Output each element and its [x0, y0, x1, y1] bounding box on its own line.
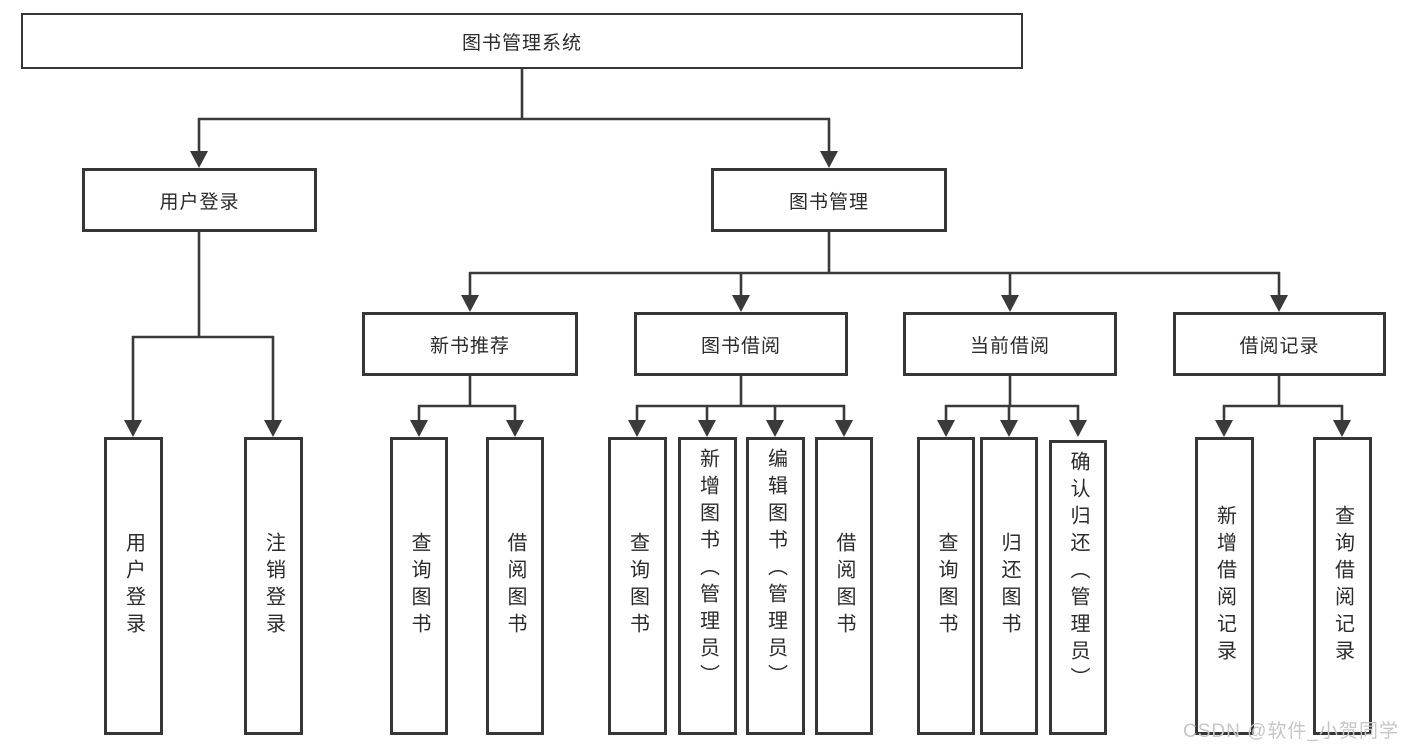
node-borrow-record: 借阅记录 [1173, 312, 1386, 376]
node-current-borrow: 当前借阅 [903, 312, 1117, 376]
node-current-borrow-label: 当前借阅 [969, 335, 1050, 357]
node-leaf-query-books-1: 查询图书 [390, 437, 448, 735]
node-leaf-add-borrow-record: 新增借阅记录 [1195, 437, 1254, 735]
node-leaf-borrow-books-2-label: 借阅图书 [833, 532, 855, 640]
node-borrow-record-label: 借阅记录 [1239, 335, 1320, 357]
node-leaf-query-books-1-label: 查询图书 [408, 532, 430, 640]
node-leaf-return-books: 归还图书 [980, 437, 1038, 735]
node-leaf-logout-label: 注销登录 [262, 532, 285, 640]
node-leaf-logout: 注销登录 [244, 437, 303, 735]
node-leaf-query-books-3-label: 查询图书 [935, 532, 957, 640]
node-leaf-query-borrow-record: 查询借阅记录 [1313, 437, 1372, 735]
node-leaf-query-books-2-label: 查询图书 [626, 532, 649, 640]
node-leaf-user-login-label: 用户登录 [122, 532, 145, 640]
node-leaf-query-books-3: 查询图书 [917, 437, 975, 735]
node-user-login-label: 用户登录 [159, 191, 240, 213]
node-leaf-user-login: 用户登录 [104, 437, 163, 735]
node-leaf-query-books-2: 查询图书 [608, 437, 667, 735]
node-library-system-label: 图书管理系统 [461, 32, 582, 54]
node-leaf-confirm-return-admin-label: 确认归还（管理员） [1067, 451, 1089, 694]
node-leaf-query-borrow-record-label: 查询借阅记录 [1331, 505, 1354, 667]
node-leaf-borrow-books-2: 借阅图书 [815, 437, 873, 735]
node-leaf-edit-books-admin-label: 编辑图书（管理员） [764, 448, 787, 691]
node-book-borrow-label: 图书借阅 [700, 335, 781, 357]
node-leaf-add-books-admin-label: 新增图书（管理员） [696, 448, 719, 691]
node-library-system: 图书管理系统 [21, 13, 1023, 69]
node-book-management-label: 图书管理 [788, 191, 869, 213]
node-leaf-borrow-books-1-label: 借阅图书 [504, 532, 526, 640]
node-leaf-borrow-books-1: 借阅图书 [486, 437, 544, 735]
node-leaf-edit-books-admin: 编辑图书（管理员） [746, 437, 805, 735]
node-leaf-add-borrow-record-label: 新增借阅记录 [1213, 505, 1236, 667]
csdn-watermark: CSDN @软件_小贺同学 [1183, 721, 1399, 742]
node-new-book-recommend: 新书推荐 [362, 312, 578, 376]
node-leaf-add-books-admin: 新增图书（管理员） [678, 437, 737, 735]
node-book-borrow: 图书借阅 [634, 312, 848, 376]
node-user-login: 用户登录 [82, 168, 317, 232]
node-book-management: 图书管理 [711, 168, 947, 232]
node-new-book-recommend-label: 新书推荐 [429, 335, 510, 357]
node-leaf-return-books-label: 归还图书 [998, 532, 1020, 640]
node-leaf-confirm-return-admin: 确认归还（管理员） [1049, 440, 1107, 735]
